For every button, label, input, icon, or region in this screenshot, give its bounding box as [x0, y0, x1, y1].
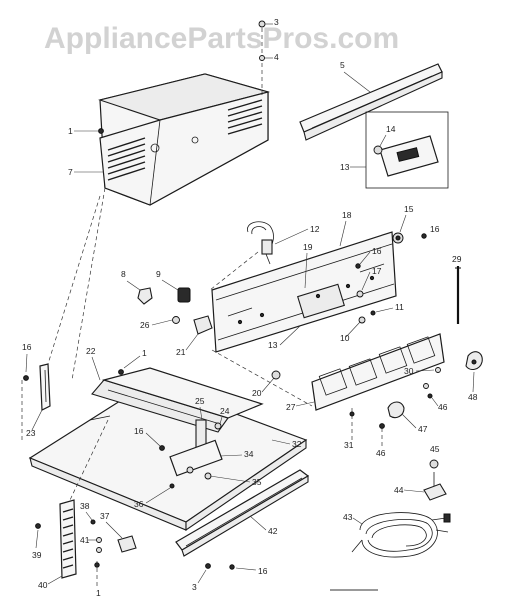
front-rail-part-42 [175, 469, 310, 557]
callout-10: 10 [340, 333, 350, 343]
switch-part-9 [177, 287, 191, 303]
power-cord-part-43 [351, 512, 451, 558]
knob-part-48 [465, 351, 483, 371]
callout-45: 45 [430, 444, 440, 454]
callout-43: 43 [343, 512, 353, 522]
callout-17: 17 [372, 266, 382, 276]
callout-23: 23 [26, 428, 36, 438]
callout-3: 3 [274, 17, 279, 27]
callout-21: 21 [176, 347, 186, 357]
callout-46: 46 [376, 448, 386, 458]
callout-20: 20 [252, 388, 262, 398]
callout-19: 19 [303, 242, 313, 252]
callout-1: 1 [68, 126, 73, 136]
callout-41: 41 [80, 535, 90, 545]
hinge-bracket-part-37 [117, 535, 137, 553]
callout-32: 32 [292, 439, 302, 449]
callout-18: 18 [342, 210, 352, 220]
callout-29: 29 [452, 254, 462, 264]
base-plate-part-32 [28, 381, 308, 532]
callout-31: 31 [344, 440, 354, 450]
callout-9: 9 [156, 269, 161, 279]
callout-36: 36 [134, 499, 144, 509]
callout-16: 16 [22, 342, 32, 352]
callout-35: 35 [252, 477, 262, 487]
callout-48: 48 [468, 392, 478, 402]
callout-13: 13 [340, 162, 350, 172]
callout-15: 15 [404, 204, 414, 214]
callout-25: 25 [195, 396, 205, 406]
callout-34: 34 [244, 449, 254, 459]
vent-grille-part-40 [59, 499, 77, 579]
hinge-assembly [169, 419, 223, 480]
callout-26: 26 [140, 320, 150, 330]
callout-16: 16 [258, 566, 268, 576]
callout-11: 11 [395, 302, 404, 312]
callout-37: 37 [100, 511, 110, 521]
bracket-part-21 [193, 315, 213, 335]
knob-part-8 [137, 287, 153, 305]
callout-16: 16 [134, 426, 144, 436]
callout-38: 38 [80, 501, 90, 511]
callout-16: 16 [430, 224, 440, 234]
control-panel-part-18 [211, 231, 397, 353]
terminal-block-part-44 [423, 472, 447, 501]
callout-14: 14 [386, 124, 396, 134]
callout-16: 16 [372, 246, 382, 256]
callout-24: 24 [220, 406, 230, 416]
top-shell-part-7 [98, 73, 271, 206]
display-module-part-13 [365, 111, 449, 189]
callout-27: 27 [286, 402, 296, 412]
wire-clip-part-12 [247, 221, 274, 265]
rod-part-29 [455, 266, 461, 324]
callout-40: 40 [38, 580, 48, 590]
callout-13: 13 [268, 340, 278, 350]
callout-46: 46 [438, 402, 448, 412]
callout-3: 3 [192, 582, 197, 592]
callout-1: 1 [142, 348, 147, 358]
callout-8: 8 [121, 269, 126, 279]
trim-strip-part-5 [299, 63, 443, 141]
callout-7: 7 [68, 167, 73, 177]
knob-part-47 [387, 401, 405, 419]
bracket-part-23 [39, 363, 51, 411]
watermark-text: AppliancePartsPros.com [44, 22, 399, 55]
callout-4: 4 [274, 52, 279, 62]
callout-30: 30 [404, 366, 414, 376]
callout-39: 39 [32, 550, 42, 560]
callout-12: 12 [310, 224, 320, 234]
callout-1: 1 [96, 588, 101, 598]
callout-5: 5 [340, 60, 345, 70]
knob-part-15 [392, 232, 404, 244]
callout-22: 22 [86, 346, 96, 356]
callout-47: 47 [418, 424, 428, 434]
callout-42: 42 [268, 526, 278, 536]
rail-part-22 [91, 367, 264, 433]
faceplate-part-27 [311, 333, 445, 411]
callout-44: 44 [394, 485, 404, 495]
